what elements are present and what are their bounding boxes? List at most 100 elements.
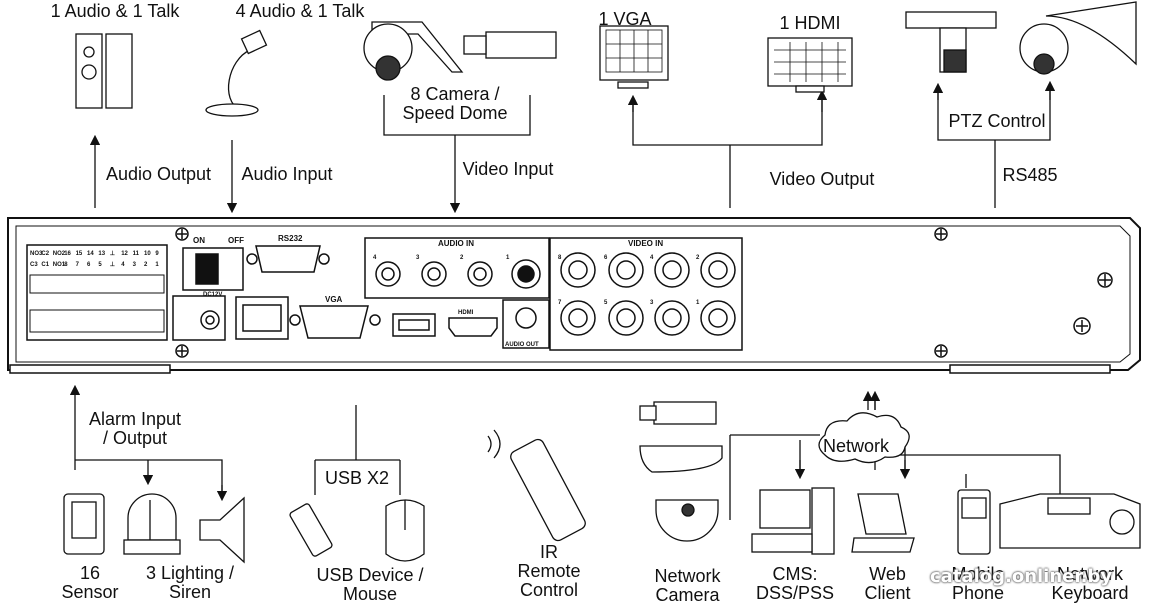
rs232-text: RS232: [278, 234, 303, 243]
off-text: OFF: [228, 236, 244, 245]
web-client-label: Web Client: [864, 564, 911, 603]
horn-icon: [199, 496, 245, 564]
camera-label: 8 Camera / Speed Dome: [402, 84, 508, 123]
video-in-ch-6: 6: [604, 255, 608, 261]
rca-connectors: [375, 259, 541, 289]
terminal-label: 15: [76, 251, 83, 257]
terminal-label: 10: [144, 251, 151, 257]
terminal-label: 6: [87, 262, 91, 268]
terminal-label: C2: [41, 251, 49, 257]
network-lines: [729, 395, 1061, 520]
audio-out-port: [502, 299, 550, 349]
rs485-label: RS485: [1002, 165, 1058, 185]
usb-device-label: USB Device / Mouse: [316, 565, 424, 604]
laptop-icon: [851, 493, 915, 553]
ir-remote-label: IR Remote Control: [517, 542, 581, 600]
network-cloud-icon: [818, 412, 910, 464]
rj45-port: [235, 296, 289, 340]
terminal-label: 4: [121, 262, 125, 268]
video-output-lines: [632, 95, 823, 208]
terminal-label: NO1: [53, 262, 66, 268]
network-keyboard-icon: [999, 493, 1141, 549]
network-camera-icon: [639, 401, 723, 542]
usb-port: [392, 313, 436, 337]
vga-monitor-icon: [599, 25, 669, 89]
video-in-text: VIDEO IN: [628, 239, 663, 248]
ptz-control-label: PTZ Control: [948, 111, 1046, 131]
terminal-label: 11: [133, 251, 140, 257]
audio-in-ch-4: 4: [373, 255, 377, 261]
network-label: Network: [822, 436, 889, 456]
hdmi-port: [448, 317, 498, 337]
audio4-talk-label: 4 Audio & 1 Talk: [235, 1, 365, 21]
terminal-label: NO2: [53, 251, 66, 257]
connection-lines: [69, 80, 1061, 520]
ground-screw: [1073, 317, 1091, 335]
screw-icon: [175, 227, 1113, 358]
dc-text: DC12V: [203, 292, 222, 298]
ptz-dome-icon: [1019, 1, 1137, 75]
bnc-connectors: [560, 252, 736, 336]
video-output-label: Video Output: [769, 169, 875, 189]
terminal-label: 3: [133, 262, 137, 268]
power-switch[interactable]: [182, 247, 244, 291]
usb-stick-icon: [289, 503, 333, 557]
mobile-phone-icon: [957, 474, 991, 555]
box-camera-icon: [463, 31, 557, 59]
video-in-ch-8: 8: [558, 255, 562, 261]
terminal-label: 8: [64, 262, 68, 268]
ptz-lines: [937, 88, 1051, 208]
network-keyboard-label: Network Keyboard: [1051, 564, 1129, 603]
audio-in-ch-1: 1: [506, 255, 510, 261]
lighting-label: 3 Lighting / Siren: [145, 563, 235, 602]
vga-label: 1 VGA: [598, 9, 652, 29]
alarm-io-label: Alarm Input / Output: [88, 409, 182, 448]
alarm-lines: [75, 459, 223, 492]
dc-power-jack: [172, 295, 226, 341]
microphone-icon: [205, 29, 268, 117]
terminal-label: NO3: [30, 251, 43, 257]
terminal-label: ⊥: [110, 261, 115, 268]
terminal-label: ⊥: [110, 250, 115, 257]
terminal-label: 16: [64, 251, 71, 257]
video-in-ch-2: 2: [696, 255, 700, 261]
video-in-ch-1: 1: [696, 300, 700, 306]
hdmi-text: HDMI: [458, 310, 474, 316]
terminal-label: 2: [144, 262, 148, 268]
siren-icon: [123, 493, 181, 555]
video-in-ch-4: 4: [650, 255, 654, 261]
hdmi-monitor-icon: [767, 37, 853, 93]
hdmi-label: 1 HDMI: [779, 13, 841, 33]
vga-port: [299, 305, 369, 339]
terminal-label: 13: [98, 251, 105, 257]
speaker-icon: [75, 33, 133, 109]
usb-lines: [314, 405, 401, 495]
terminal-label: 9: [155, 251, 159, 257]
video-in-ch-7: 7: [558, 300, 562, 306]
video-input-label: Video Input: [462, 159, 554, 179]
ptz-camera-icon: [905, 11, 997, 73]
terminal-label: C3: [30, 262, 38, 268]
sensor-label: 16 Sensor: [61, 563, 119, 602]
audio-in-ch-2: 2: [460, 255, 464, 261]
video-in-ch-3: 3: [650, 300, 654, 306]
remote-control-icon: [487, 429, 586, 542]
desktop-pc-icon: [751, 487, 835, 555]
video-in-section: [549, 237, 743, 351]
watermark: catalog.onliner.by: [930, 566, 1113, 587]
rs232-port: [255, 245, 321, 273]
panel-texts: ON OFF RS232 VGA AUDIO IN VIDEO IN AUDIO…: [193, 234, 700, 348]
mobile-phone-label: Mobile Phone: [951, 564, 1005, 603]
cms-label: CMS: DSS/PSS: [755, 564, 835, 603]
audio-in-ch-3: 3: [416, 255, 420, 261]
speed-dome-icon: [363, 21, 464, 81]
terminal-label: 7: [76, 262, 80, 268]
video-in-ch-5: 5: [604, 300, 608, 306]
camera-bracket: [383, 95, 531, 136]
sensor-icon: [63, 493, 105, 555]
terminal-label: 12: [121, 251, 128, 257]
audio-output-label: Audio Output: [105, 164, 212, 184]
audio-in-section: [364, 237, 550, 299]
audio-input-label: Audio Input: [241, 164, 333, 184]
